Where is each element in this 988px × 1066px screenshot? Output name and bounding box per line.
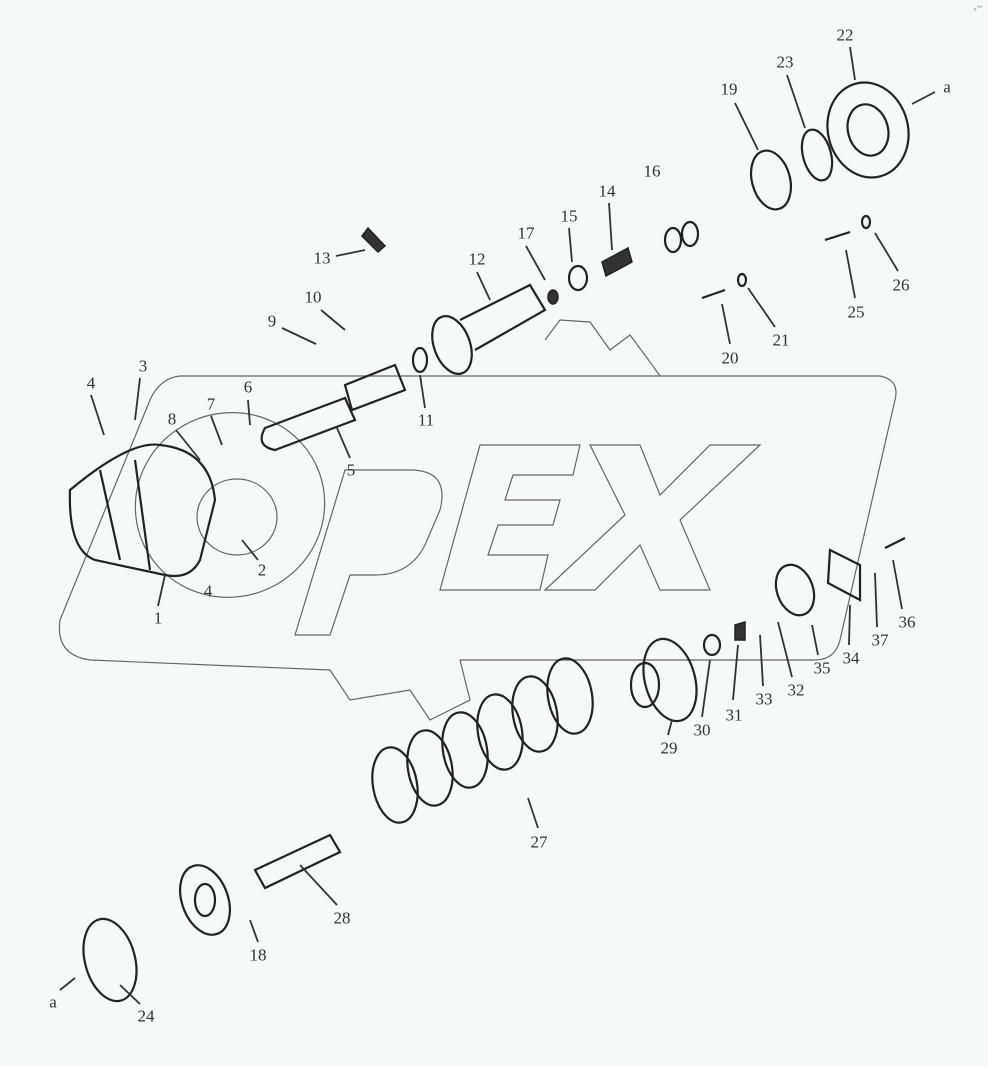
part-flange-11-13 — [361, 226, 547, 375]
callout-3: 3 — [138, 356, 148, 376]
callout-21: 21 — [772, 330, 790, 350]
watermark-logo — [58, 319, 897, 721]
reference-a-top: a — [943, 77, 951, 97]
callout-37: 37 — [871, 630, 889, 650]
callout-12: 12 — [468, 249, 486, 269]
callout-35: 35 — [813, 658, 831, 678]
callout-20: 20 — [721, 348, 739, 368]
callout-23: 23 — [776, 52, 794, 72]
callout-16: 16 — [643, 161, 661, 181]
callout-19: 19 — [720, 79, 738, 99]
callout-10: 10 — [304, 287, 322, 307]
callout-33: 33 — [755, 689, 773, 709]
callout-24: 24 — [137, 1006, 155, 1026]
callout-27: 27 — [530, 832, 548, 852]
corner-mark: ₑ~ — [974, 2, 982, 13]
callout-36: 36 — [898, 612, 916, 632]
callout-2: 2 — [257, 560, 267, 580]
callout-28: 28 — [333, 908, 351, 928]
callout-11: 11 — [417, 410, 435, 430]
part-spring-27 — [371, 657, 594, 824]
callout-34: 34 — [842, 648, 860, 668]
part-rod-28-18 — [179, 833, 342, 936]
callout-4-bottom: 4 — [203, 581, 213, 601]
callout-29: 29 — [660, 738, 678, 758]
callout-7: 7 — [206, 394, 216, 414]
part-housing-1 — [68, 443, 217, 578]
callout-13: 13 — [313, 248, 331, 268]
callout-6: 6 — [243, 377, 253, 397]
callout-25: 25 — [847, 302, 865, 322]
callout-30: 30 — [693, 720, 711, 740]
callout-5: 5 — [346, 460, 356, 480]
callout-22: 22 — [836, 25, 854, 45]
callout-4-top: 4 — [86, 373, 96, 393]
callout-18: 18 — [249, 945, 267, 965]
callout-26: 26 — [892, 275, 910, 295]
reference-a-bottom: a — [49, 992, 57, 1012]
part-hub-29-37 — [629, 537, 906, 723]
callout-1: 1 — [153, 608, 163, 628]
part-oring-24 — [82, 917, 138, 1003]
callout-9: 9 — [267, 311, 277, 331]
part-rod-5 — [260, 363, 407, 452]
callout-32: 32 — [787, 680, 805, 700]
leader-lines — [59, 46, 936, 1005]
callout-8: 8 — [167, 409, 177, 429]
callout-17: 17 — [517, 223, 535, 243]
part-cover-19-26 — [701, 81, 910, 300]
callout-31: 31 — [725, 705, 743, 725]
callout-14: 14 — [598, 181, 616, 201]
part-valve-14-17 — [547, 220, 700, 305]
callout-15: 15 — [560, 206, 578, 226]
